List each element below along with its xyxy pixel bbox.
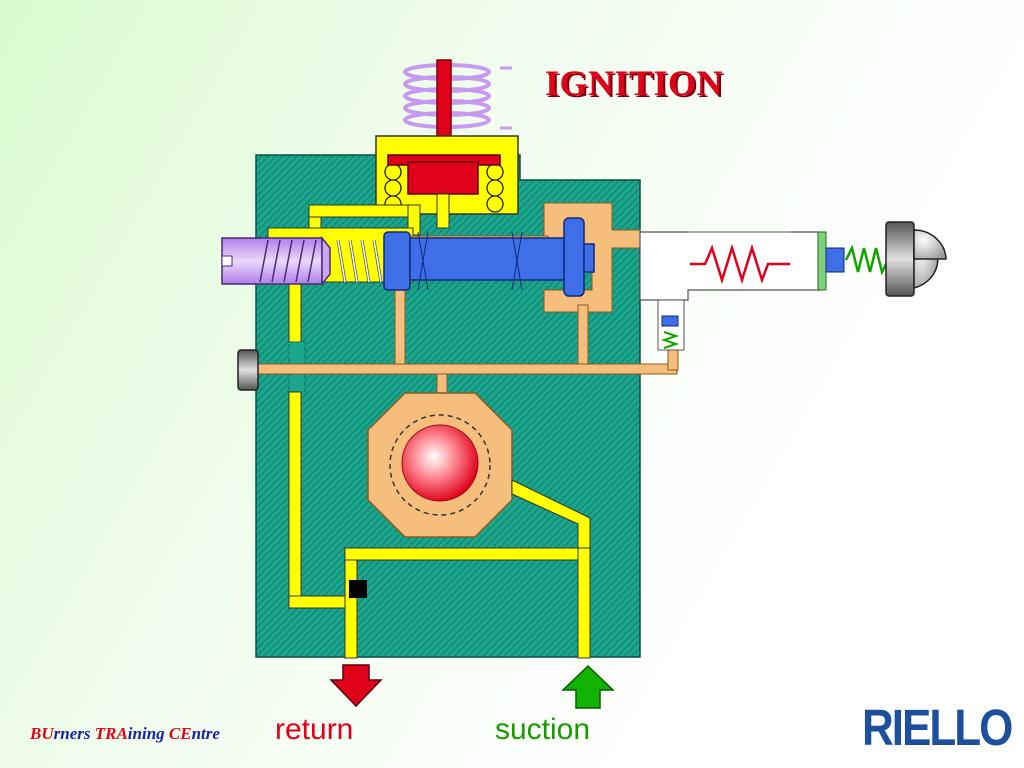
end-nut xyxy=(885,221,947,297)
valve-spool xyxy=(383,217,595,297)
footer-part3-red: CE xyxy=(168,724,192,743)
footer-part1-red: BU xyxy=(30,724,54,743)
footer-part2-red: TRA xyxy=(94,724,128,743)
oil-channels-yellow xyxy=(288,193,591,659)
return-arrow-icon xyxy=(329,664,383,708)
cutoff-spring-red xyxy=(690,243,790,285)
regulator-ball xyxy=(401,424,479,502)
spool-spring xyxy=(336,239,383,283)
cutoff-valve-housing xyxy=(639,231,890,301)
return-label: return xyxy=(275,713,354,746)
footer-brand: BUrners TRAining CEntre xyxy=(30,724,220,744)
suction-label: suction xyxy=(495,713,591,746)
page-title: IGNITION xyxy=(545,63,724,103)
cutoff-spring-green xyxy=(844,244,890,276)
footer-part1-blue: rners xyxy=(53,724,95,743)
footer-part3-blue: ntre xyxy=(191,724,220,743)
footer-part2-blue: ining xyxy=(127,724,169,743)
small-check-valve xyxy=(657,299,685,351)
side-plug xyxy=(237,349,259,391)
pressure-adjust-screw xyxy=(221,235,331,287)
regulator-chamber xyxy=(367,392,591,549)
check-valve-seat xyxy=(349,580,367,598)
riello-logo: RIELLO xyxy=(862,700,1013,757)
suction-arrow-icon xyxy=(561,664,615,709)
